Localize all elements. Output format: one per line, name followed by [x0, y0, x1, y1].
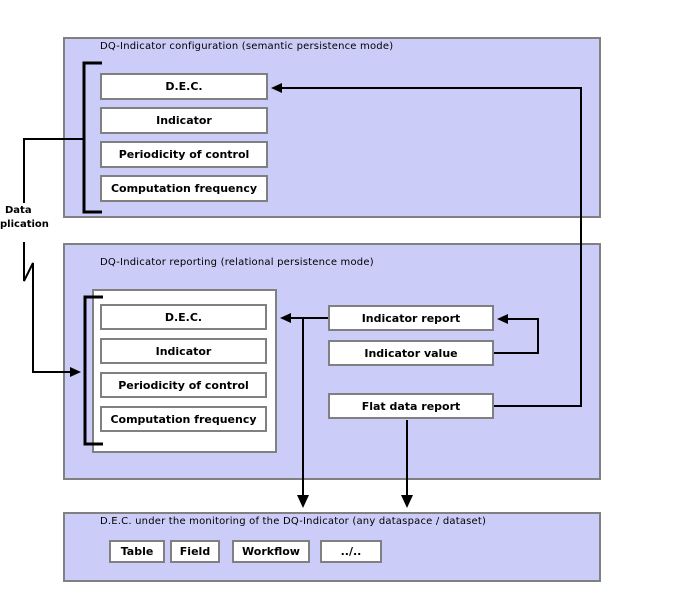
- config-box-indicator: Indicator: [100, 107, 268, 134]
- data-application-label: Data plication: [0, 204, 50, 232]
- dec-box-field: Field: [170, 540, 220, 563]
- dec-box-other: ../..: [320, 540, 382, 563]
- monitored-dec-panel-title: D.E.C. under the monitoring of the DQ-In…: [100, 516, 487, 527]
- arrowhead-down-right: [401, 495, 413, 508]
- reporting-panel-title: DQ-Indicator reporting (relational persi…: [100, 257, 374, 268]
- configuration-panel-title: DQ-Indicator configuration (semantic per…: [100, 41, 394, 52]
- reporting-box-periodicity: Periodicity of control: [100, 372, 267, 398]
- data-application-label-line1: Data: [5, 205, 32, 216]
- config-box-dec: D.E.C.: [100, 73, 268, 100]
- box-indicator-value: Indicator value: [328, 340, 494, 366]
- data-application-label-line2: plication: [0, 219, 49, 230]
- dec-box-workflow: Workflow: [232, 540, 310, 563]
- config-box-computation-frequency: Computation frequency: [100, 175, 268, 202]
- reporting-box-dec: D.E.C.: [100, 304, 267, 330]
- arrowhead-down-left: [297, 495, 309, 508]
- dec-box-table: Table: [109, 540, 165, 563]
- reporting-box-computation-frequency: Computation frequency: [100, 406, 267, 432]
- reporting-box-indicator: Indicator: [100, 338, 267, 364]
- box-flat-data-report: Flat data report: [328, 393, 494, 419]
- box-indicator-report: Indicator report: [328, 305, 494, 331]
- config-box-periodicity: Periodicity of control: [100, 141, 268, 168]
